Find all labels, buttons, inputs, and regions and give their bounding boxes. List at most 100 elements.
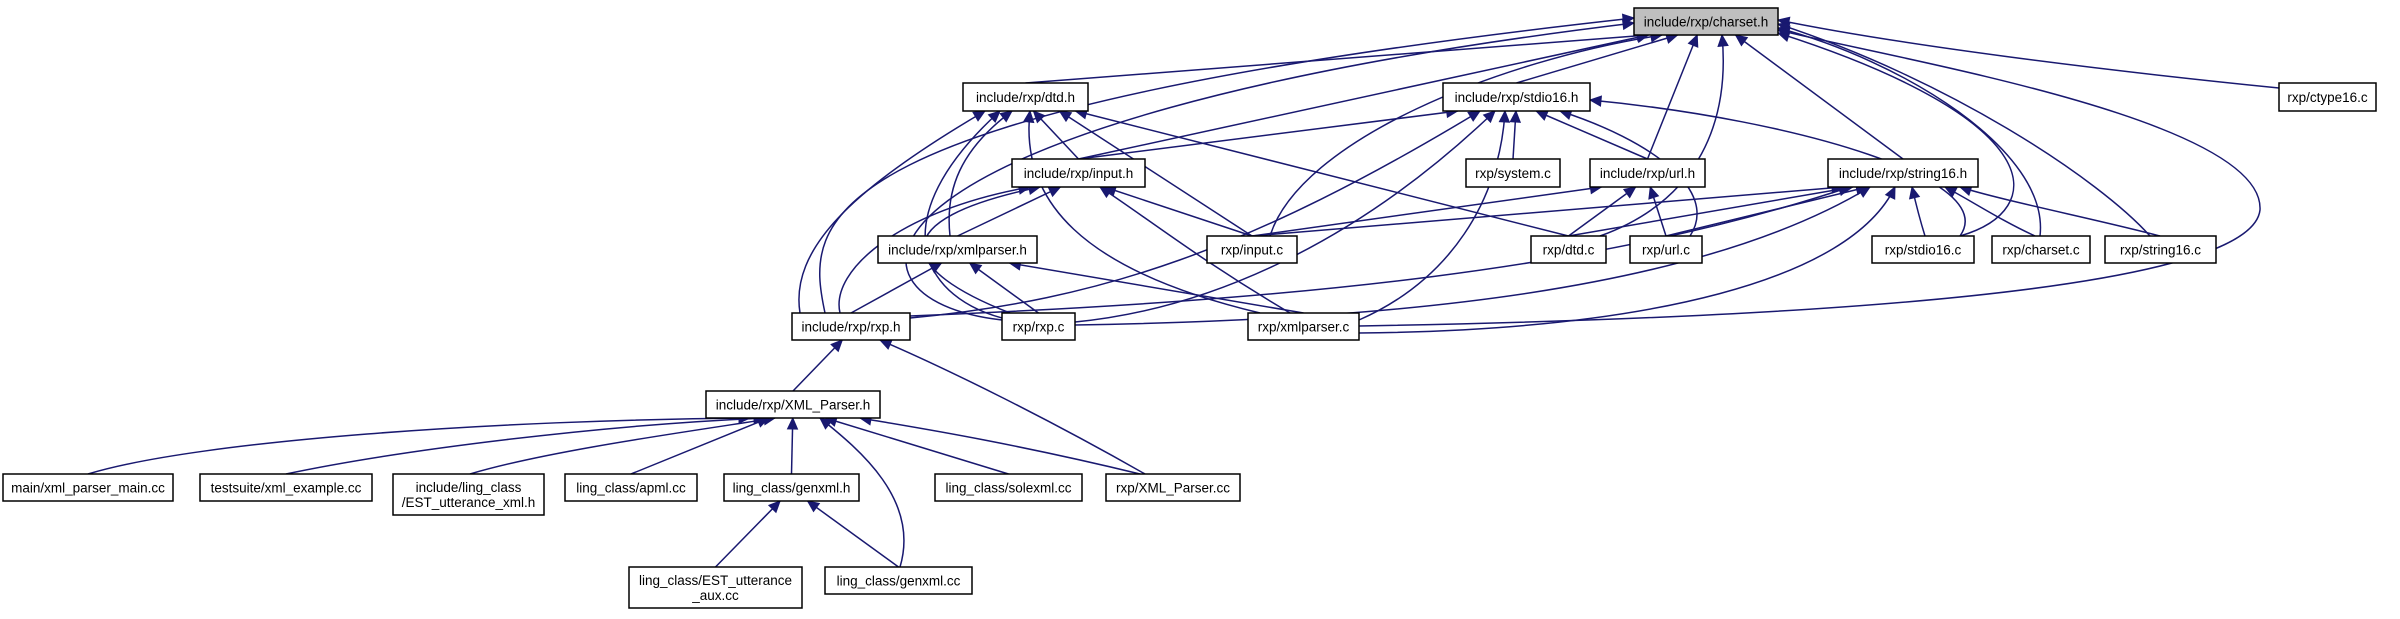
node-testsuite-cc[interactable]: testsuite/xml_example.cc bbox=[199, 473, 373, 502]
node-label: include/rxp/stdio16.h bbox=[1455, 90, 1579, 105]
edge-dtd-c-to-url-h bbox=[1568, 186, 1637, 237]
edge-genxml-cc-to-genxml-h-arrowhead bbox=[806, 500, 821, 513]
edge-rxp-c-to-stdio16-h-arrowhead bbox=[1482, 110, 1496, 124]
edge-input-c-to-dtd-h bbox=[1059, 110, 1253, 237]
node-url-c[interactable]: rxp/url.c bbox=[1629, 235, 1703, 264]
edge-rxp-c-to-string16-h-arrowhead bbox=[1857, 186, 1872, 198]
node-stdio16-c[interactable]: rxp/stdio16.c bbox=[1871, 235, 1975, 264]
node-label: include/rxp/charset.h bbox=[1644, 15, 1769, 30]
edge-genxml-cc-to-xml-parser-h-arrowhead bbox=[819, 417, 833, 430]
node-url-h[interactable]: include/rxp/url.h bbox=[1589, 158, 1706, 188]
edge-url-h-to-stdio16-h bbox=[1535, 110, 1648, 160]
edge-rxp-h-to-xmlparser-h-arrowhead bbox=[928, 262, 943, 274]
edge-system-c-to-stdio16-h-arrowhead bbox=[1509, 109, 1522, 123]
node-box bbox=[1105, 473, 1241, 502]
edge-rxp-h-to-xmlparser-h bbox=[850, 262, 942, 314]
node-input-c[interactable]: rxp/input.c bbox=[1206, 235, 1298, 264]
node-dtd-c[interactable]: rxp/dtd.c bbox=[1530, 235, 1607, 264]
edge-dtd-c-to-charset-h-arrowhead bbox=[1717, 33, 1729, 47]
edge-xmlparser-h-to-input-h-arrowhead bbox=[1047, 186, 1062, 198]
edge-xmlparser-c-to-stdio16-h bbox=[1358, 110, 1506, 321]
node-label: rxp/string16.c bbox=[2120, 243, 2201, 258]
node-box bbox=[1465, 158, 1561, 188]
edge-input-h-to-dtd-h-arrowhead bbox=[1032, 110, 1046, 124]
node-rxp-h[interactable]: include/rxp/rxp.h bbox=[791, 312, 911, 341]
node-charset-h[interactable]: include/rxp/charset.h bbox=[1633, 7, 1779, 36]
node-ctype16-c[interactable]: rxp/ctype16.c bbox=[2278, 82, 2377, 112]
edge-rxp-c-to-dtd-h bbox=[924, 110, 1011, 321]
edge-apml-cc-to-xml-parser-h bbox=[630, 417, 769, 475]
node-box bbox=[1633, 7, 1779, 36]
edge-dtd-h-to-charset-h bbox=[1025, 34, 1649, 84]
node-label: rxp/xmlparser.c bbox=[1258, 320, 1350, 335]
node-box bbox=[1247, 312, 1360, 341]
node-box bbox=[791, 312, 911, 341]
node-box bbox=[934, 473, 1083, 502]
node-box bbox=[1011, 158, 1146, 188]
node-label: testsuite/xml_example.cc bbox=[211, 481, 362, 496]
node-label: include/rxp/XML_Parser.h bbox=[716, 398, 871, 413]
node-stdio16-h[interactable]: include/rxp/stdio16.h bbox=[1442, 82, 1591, 112]
node-label: rxp/ctype16.c bbox=[2287, 90, 2368, 105]
node-xml-parser-cc[interactable]: rxp/XML_Parser.cc bbox=[1105, 473, 1241, 502]
node-label: rxp/dtd.c bbox=[1543, 243, 1595, 258]
node-main-cc[interactable]: main/xml_parser_main.cc bbox=[2, 473, 174, 502]
node-dtd-h[interactable]: include/rxp/dtd.h bbox=[962, 82, 1089, 112]
edge-xmlparser-c-to-input-h bbox=[1099, 186, 1291, 314]
edge-string16-h-to-charset-h bbox=[1735, 34, 1904, 160]
node-box bbox=[628, 566, 803, 609]
edge-xmlparser-c-to-input-h-arrowhead bbox=[1098, 186, 1113, 199]
node-label: ling_class/EST_utterance bbox=[639, 573, 792, 588]
node-genxml-h[interactable]: ling_class/genxml.h bbox=[723, 473, 860, 502]
edge-rxp-c-to-stdio16-h bbox=[1074, 110, 1496, 323]
edge-url-c-to-url-h-arrowhead bbox=[1648, 185, 1660, 200]
edge-stdio16-c-to-charset-h bbox=[1777, 32, 2015, 237]
node-rxp-c[interactable]: rxp/rxp.c bbox=[1001, 312, 1076, 341]
node-label: rxp/system.c bbox=[1475, 166, 1551, 181]
node-genxml-cc[interactable]: ling_class/genxml.cc bbox=[824, 566, 973, 595]
edge-charset-c-to-string16-h bbox=[1944, 186, 2036, 237]
node-input-h[interactable]: include/rxp/input.h bbox=[1011, 158, 1146, 188]
edge-genxml-cc-to-genxml-h bbox=[807, 500, 899, 568]
node-system-c[interactable]: rxp/system.c bbox=[1465, 158, 1561, 188]
node-xmlparser-c[interactable]: rxp/xmlparser.c bbox=[1247, 312, 1360, 341]
edge-input-h-to-stdio16-h bbox=[1078, 110, 1458, 160]
edge-rxp-c-to-charset-h bbox=[905, 22, 1635, 321]
node-apml-cc[interactable]: ling_class/apml.cc bbox=[564, 473, 698, 502]
edge-dtd-c-to-dtd-h bbox=[1075, 110, 1569, 237]
node-box bbox=[962, 82, 1089, 112]
node-label: rxp/XML_Parser.cc bbox=[1116, 481, 1230, 496]
node-label: include/ling_class bbox=[416, 480, 522, 495]
node-xmlparser-h[interactable]: include/rxp/xmlparser.h bbox=[877, 235, 1038, 264]
edge-rxp-h-to-string16-h bbox=[909, 186, 1851, 317]
node-box bbox=[1827, 158, 1979, 188]
node-est-utt-aux-cc[interactable]: ling_class/EST_utterance_aux.cc bbox=[628, 566, 803, 609]
edge-rxp-c-to-string16-h bbox=[1074, 186, 1871, 326]
edge-rxp-c-to-charset-h-arrowhead bbox=[1621, 18, 1636, 31]
node-label: ling_class/genxml.cc bbox=[837, 574, 961, 589]
node-label: rxp/charset.c bbox=[2002, 243, 2080, 258]
node-solexml-cc[interactable]: ling_class/solexml.cc bbox=[934, 473, 1083, 502]
node-label: rxp/stdio16.c bbox=[1885, 243, 1962, 258]
node-charset-c[interactable]: rxp/charset.c bbox=[1991, 235, 2091, 264]
edge-string16-h-to-charset-h-arrowhead bbox=[1734, 34, 1749, 47]
node-label: rxp/url.c bbox=[1642, 243, 1690, 258]
node-box bbox=[1206, 235, 1298, 264]
edge-rxp-h-to-stdio16-h bbox=[909, 110, 1481, 319]
edge-est-utt-aux-cc-to-genxml-h bbox=[714, 500, 781, 568]
node-label: rxp/input.c bbox=[1221, 243, 1284, 258]
edge-xmlparser-h-to-dtd-h-arrowhead bbox=[999, 110, 1013, 123]
node-string16-c[interactable]: rxp/string16.c bbox=[2104, 235, 2217, 264]
edge-xmlparser-c-to-charset-h bbox=[1358, 29, 2261, 327]
edge-stdio16-c-to-stdio16-h-arrowhead bbox=[1588, 95, 1602, 107]
node-est-utt-xml-h[interactable]: include/ling_class/EST_utterance_xml.h bbox=[392, 473, 545, 516]
node-xml-parser-h[interactable]: include/rxp/XML_Parser.h bbox=[705, 390, 881, 419]
edge-xml-parser-cc-to-rxp-h bbox=[879, 339, 1146, 475]
node-string16-h[interactable]: include/rxp/string16.h bbox=[1827, 158, 1979, 188]
edge-string16-c-to-charset-h bbox=[1777, 23, 2151, 237]
node-box bbox=[392, 473, 545, 516]
node-label: rxp/rxp.c bbox=[1013, 320, 1065, 335]
edge-xmlparser-c-to-string16-h-arrowhead bbox=[1884, 185, 1896, 200]
node-box bbox=[1991, 235, 2091, 264]
node-box bbox=[1871, 235, 1975, 264]
